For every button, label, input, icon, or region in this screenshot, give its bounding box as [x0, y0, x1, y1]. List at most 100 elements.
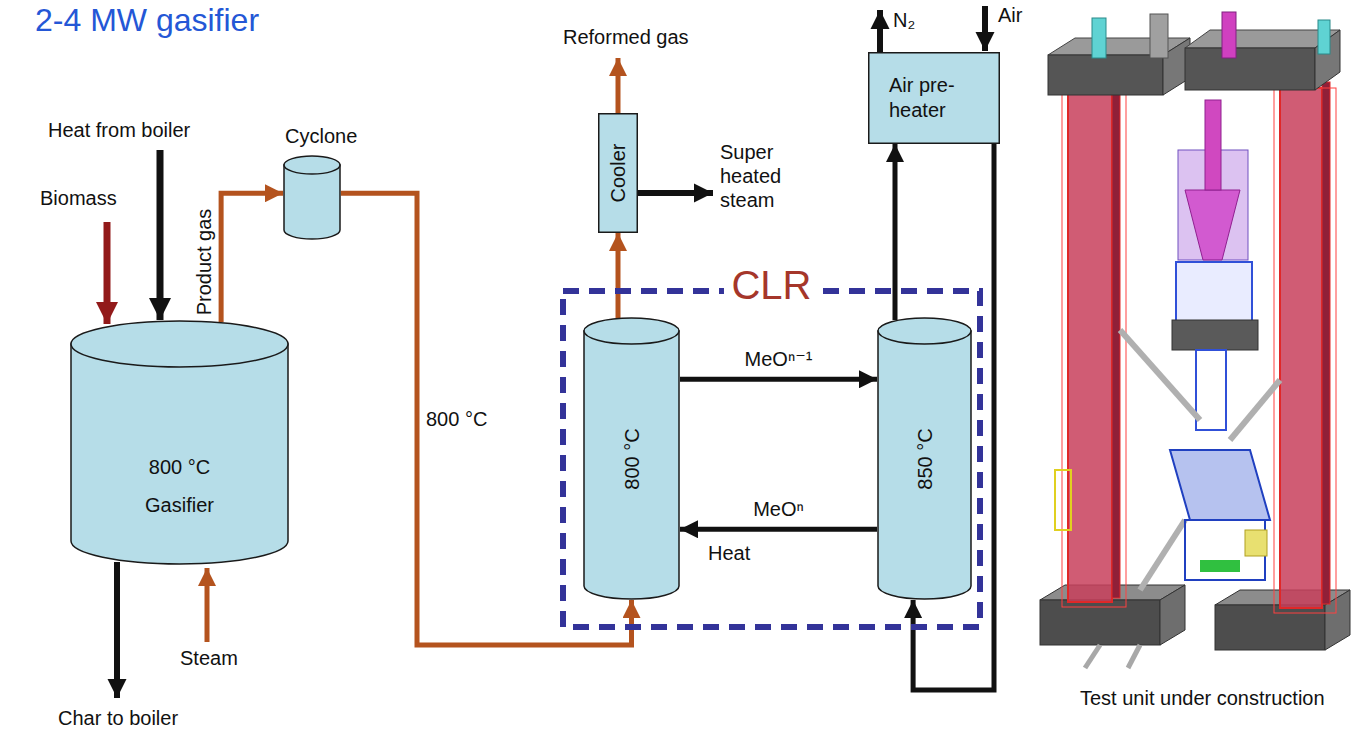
reduced-oxide-arrow — [680, 377, 877, 382]
reformed-gas-pipe — [616, 233, 621, 318]
test-unit-part — [1160, 585, 1185, 645]
test-unit-part — [1170, 450, 1270, 520]
test-unit-caption-box: Test unit under construction — [1080, 686, 1325, 710]
air-preheater-box: Air pre- heater — [868, 52, 1000, 144]
test-unit-part — [1176, 262, 1252, 322]
test-unit-part — [1055, 470, 1071, 530]
steam-out-arrow — [638, 190, 713, 196]
test-unit-part — [1215, 605, 1325, 650]
test-unit-illustration — [1040, 12, 1350, 668]
nitrogen-label-box: N₂ — [893, 8, 915, 32]
biomass-arrow — [104, 222, 111, 324]
steam-label-box: Steam — [180, 646, 238, 670]
diagram-title: 2-4 MW gasifier — [35, 2, 259, 38]
node-label: Gasifier — [70, 486, 289, 524]
steam-arrow — [205, 568, 210, 642]
nitrogen-arrow — [877, 10, 883, 52]
node-label: 800 °C — [620, 428, 643, 489]
test-unit-part — [1318, 20, 1330, 54]
dashed-outline — [563, 291, 980, 627]
node-heading: CLR — [731, 262, 811, 308]
cylinder-top — [584, 318, 679, 344]
steam-out-label-box: Super heated steam — [720, 140, 802, 212]
test-unit-part — [1128, 645, 1140, 668]
cylinder-top — [71, 321, 288, 367]
air-preheater-box-outline — [868, 52, 1000, 144]
cylinder-body — [584, 331, 679, 599]
air-reactor-cylinder: 850 °C — [877, 317, 972, 600]
oxidized-oxide-arrow — [680, 527, 877, 532]
title-block: 2-4 MW gasifier — [35, 2, 259, 39]
node-text-group: CLR — [723, 262, 819, 308]
heat-input-label: Heat from boiler — [48, 118, 190, 142]
test-unit-part — [1120, 330, 1200, 420]
edge-label: MeOⁿ⁻¹ — [745, 347, 813, 371]
cylinder-body — [71, 344, 288, 564]
char-label-box: Char to boiler — [58, 706, 178, 730]
steam-out-label: Super heated steam — [720, 140, 802, 212]
test-unit-part — [1048, 55, 1163, 95]
node-text-group: Air pre- heater — [868, 52, 1000, 144]
air-arrow — [982, 6, 988, 51]
test-unit-part — [1185, 190, 1240, 260]
char-label: Char to boiler — [58, 706, 178, 730]
test-unit-part — [1185, 30, 1340, 48]
node-text-group: Cooler — [607, 144, 630, 203]
char-arrow — [114, 562, 120, 698]
clr-region: CLR800 °C850 °C — [560, 288, 983, 630]
air-label-box: Air — [998, 3, 1022, 27]
edge-label: MeOⁿ — [753, 497, 804, 521]
edge-label-box: MeOⁿ⁻¹ — [745, 347, 813, 371]
cooler-box: Cooler — [598, 113, 638, 233]
exhaust-arrow — [893, 144, 898, 320]
node-label: 800 °C — [70, 448, 289, 486]
fuel-reactor-cylinder: 800 °C — [583, 317, 680, 600]
node-text-group: 800 °C — [620, 428, 643, 489]
reformed-gas-label: Reformed gas — [563, 25, 689, 49]
node-label: Air pre- heater — [889, 73, 979, 123]
steam-label: Steam — [180, 646, 238, 670]
heat-input-label-box: Heat from boiler — [48, 118, 190, 142]
test-unit-part — [1172, 320, 1258, 350]
edge-label-box: MeOⁿ — [753, 497, 804, 521]
heat-transfer-label-box: Heat — [708, 541, 750, 565]
box-outline — [869, 53, 1000, 144]
cylinder-body — [284, 165, 340, 239]
edge-label-box: Product gas — [192, 208, 216, 315]
reformed-gas-arrow — [616, 58, 621, 113]
cylinder-top — [284, 156, 340, 174]
air-label: Air — [998, 3, 1022, 27]
nitrogen-label: N₂ — [893, 8, 915, 32]
edge-label: Product gas — [192, 208, 216, 315]
biomass-label: Biomass — [40, 186, 117, 210]
test-unit-part — [1185, 48, 1315, 90]
test-unit-part — [1205, 100, 1221, 190]
test-unit-part — [1200, 560, 1240, 572]
test-unit-part — [1068, 92, 1112, 602]
test-unit-part — [1322, 82, 1330, 604]
test-unit-part — [1274, 88, 1336, 613]
node-text-group: Cyclone — [285, 125, 357, 148]
node-label: Cooler — [607, 144, 630, 203]
cyclone-cylinder-outline — [283, 155, 341, 240]
reformed-gas-label-box: Reformed gas — [563, 25, 689, 49]
node-text-group: 850 °C — [913, 428, 936, 489]
box-outline — [599, 114, 638, 233]
gasifier-cylinder: 800 °CGasifier — [70, 320, 289, 565]
test-unit-part — [1150, 14, 1168, 58]
test-unit-part — [1085, 645, 1100, 668]
test-unit-part — [1222, 12, 1236, 58]
test-unit-part — [1092, 18, 1106, 58]
test-unit-caption: Test unit under construction — [1080, 686, 1325, 710]
test-unit-part — [1245, 530, 1267, 556]
test-unit-part — [1140, 520, 1185, 590]
cylinder-body — [878, 331, 971, 599]
test-unit-part — [1230, 380, 1280, 440]
edge-label-box: 800 °C — [426, 407, 487, 431]
product-gas-pipe — [221, 193, 283, 322]
cyclone-cylinder: Cyclone — [283, 155, 341, 240]
node-heading: Cyclone — [285, 125, 357, 148]
